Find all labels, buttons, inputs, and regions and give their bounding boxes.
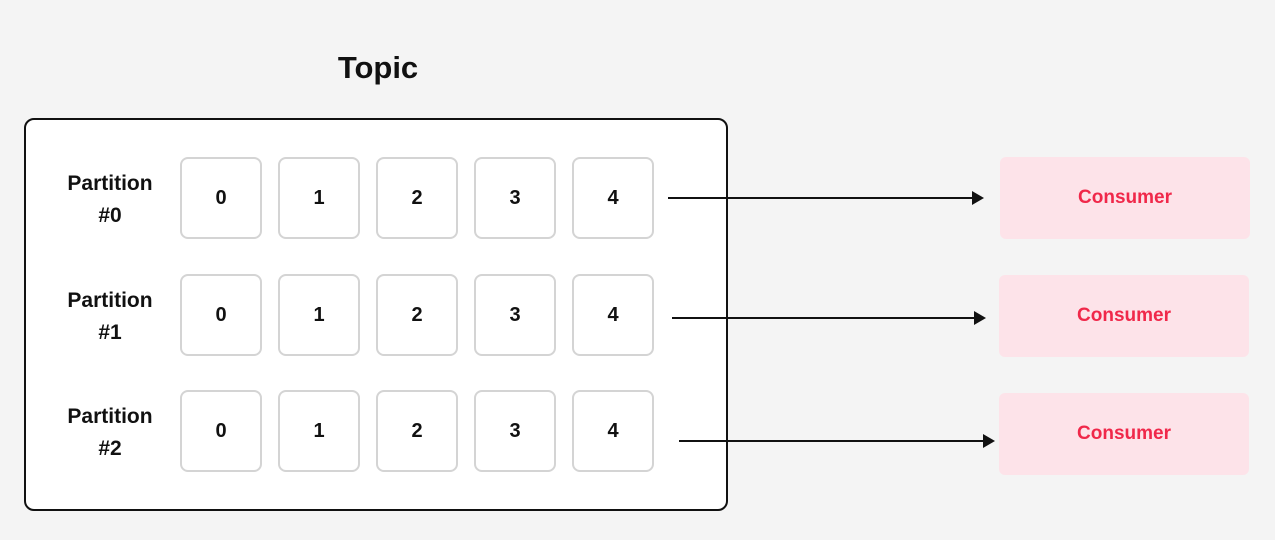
offset-cell: 4 xyxy=(572,390,654,472)
partition-row-2: Partition #2 0 1 2 3 4 Consumer xyxy=(0,390,1275,476)
offset-cell: 1 xyxy=(278,157,360,239)
partition-label-1: Partition #1 xyxy=(48,285,172,349)
offset-cell: 1 xyxy=(278,274,360,356)
offset-cell: 3 xyxy=(474,157,556,239)
offset-cell: 4 xyxy=(572,274,654,356)
consumer-box: Consumer xyxy=(1000,157,1250,239)
offset-cell: 2 xyxy=(376,274,458,356)
partition-row-0: Partition #0 0 1 2 3 4 Consumer xyxy=(0,157,1275,243)
topic-title: Topic xyxy=(337,50,419,85)
partition-label-number: #0 xyxy=(98,204,122,227)
offset-cell: 3 xyxy=(474,274,556,356)
offset-cell: 1 xyxy=(278,390,360,472)
offset-cell: 0 xyxy=(180,390,262,472)
offset-cell: 0 xyxy=(180,274,262,356)
offset-cell: 4 xyxy=(572,157,654,239)
partition-label-name: Partition xyxy=(67,289,153,312)
partition-label-number: #1 xyxy=(98,321,122,344)
arrow-to-consumer xyxy=(672,311,986,325)
partition-label-number: #2 xyxy=(98,437,122,460)
consumer-box: Consumer xyxy=(999,393,1249,475)
arrow-to-consumer xyxy=(668,191,984,205)
consumer-box: Consumer xyxy=(999,275,1249,357)
partition-label-0: Partition #0 xyxy=(48,168,172,232)
partition-label-name: Partition xyxy=(67,172,153,195)
offset-cell: 0 xyxy=(180,157,262,239)
offset-cell: 2 xyxy=(376,157,458,239)
partition-row-1: Partition #1 0 1 2 3 4 Consumer xyxy=(0,274,1275,360)
offset-cell: 2 xyxy=(376,390,458,472)
offset-cell: 3 xyxy=(474,390,556,472)
partition-label-name: Partition xyxy=(67,405,153,428)
partition-label-2: Partition #2 xyxy=(48,401,172,465)
arrow-to-consumer xyxy=(679,434,995,448)
